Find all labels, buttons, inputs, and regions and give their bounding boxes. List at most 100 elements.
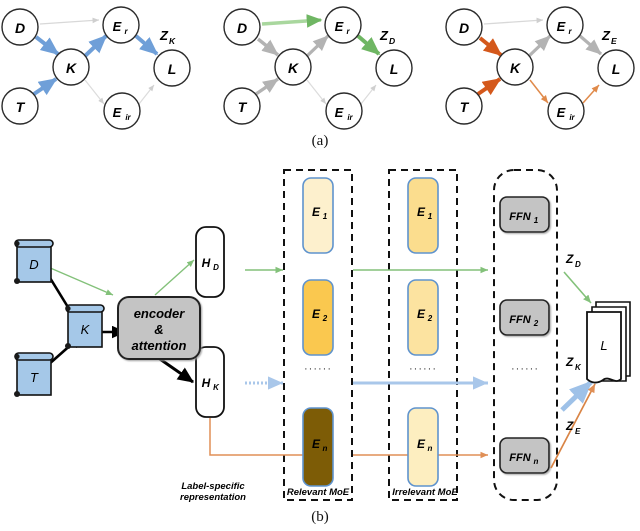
irrelevant-expert-n[interactable] [407,407,439,487]
output-label-L: L [600,338,607,353]
node-L [597,49,635,87]
panel-b-caption: (b) [311,509,329,525]
edge-Eir-L [138,84,155,105]
ffn-group: FFN 1 FFN 2 ······ FFN n [499,196,550,474]
relevant-moe-boundary [283,169,353,501]
node-L-label: L [168,61,177,77]
path-label-ZD: Z [379,28,389,43]
irrelevant-expert-1-sub: 1 [428,212,433,221]
input-doc-T-label: T [30,370,39,385]
node-Eir-label: E [335,105,344,120]
label-ZE: Z [565,419,574,433]
node-K [52,48,90,86]
representation-HD-sub: D [213,263,219,272]
edge-K-Eir [529,79,549,104]
relevant-moe-ellipsis: ······ [304,363,332,375]
node-K [274,48,312,86]
output-document-stack: L [586,301,631,384]
representation-HK[interactable] [195,346,225,418]
node-L [153,49,191,87]
label-specific-line2: representation [180,492,246,503]
node-Eir [103,92,141,130]
ffn-n-label: FFN [509,452,531,464]
ffn-2[interactable] [499,299,550,336]
node-T [223,87,261,125]
encoder-line3: attention [132,338,187,353]
edge-D-K [256,37,280,57]
node-Er-label: E [335,19,344,34]
node-Eir-sub: ir [125,113,131,122]
irrelevant-expert-1-label: E [417,205,426,219]
path-label-ZE: Z [601,28,611,43]
node-K-label: K [66,60,77,76]
graph-knowledge-path: D K T E r E ir L Z K [1,6,191,130]
node-L-label: L [390,61,399,77]
graph-document-path: D K T E r E ir L Z D [223,6,413,130]
arrow-encoder-to-HD-green [154,259,195,296]
label-specific-representation: Label-specific representation [170,481,256,503]
edge-Er-L [134,34,159,56]
encoder-attention-box[interactable] [117,296,201,360]
node-Eir-sub: ir [347,113,353,122]
label-ZK: Z [565,355,574,369]
irrelevant-expert-2-label: E [417,307,426,321]
relevant-expert-n[interactable] [302,407,334,487]
encoder-line2: & [154,322,163,337]
relevant-expert-1-sub: 1 [323,212,328,221]
input-doc-T[interactable]: T [14,352,54,397]
label-ZE-sub: E [575,427,581,436]
ffn-1-label: FFN [509,211,531,223]
irrelevant-expert-2-sub: 2 [427,314,433,323]
node-K [496,48,534,86]
node-D-label: D [15,20,25,36]
node-K-label: K [288,60,299,76]
relevant-expert-2[interactable] [302,279,334,356]
edge-K-Er [305,34,330,58]
path-label-ZK-sub: K [169,36,176,46]
label-specific-line1: Label-specific [181,481,245,492]
irrelevant-moe-boundary [388,169,458,501]
input-doc-D[interactable]: D [14,239,54,284]
node-L [375,49,413,87]
relevant-expert-n-sub: n [323,444,328,453]
irrelevant-expert-n-label: E [417,437,426,451]
output-doc-front [586,311,622,384]
representation-HD-label: H [202,256,211,270]
arrow-ZD-to-L [563,271,592,304]
label-ZD-sub: D [575,260,581,269]
relevant-moe-group: E 1 E 2 ······ E n [302,177,334,487]
node-Eir [547,92,585,130]
edge-T-K [255,77,279,96]
node-Er [324,6,362,44]
relevant-expert-1-label: E [312,205,321,219]
relevant-expert-1[interactable] [302,177,334,254]
flow-orange-H-to-relevant [209,418,330,459]
edge-D-K [34,35,60,56]
node-Eir-sub: ir [569,113,575,122]
representation-HD[interactable] [195,226,225,298]
edge-D-Er [483,17,544,25]
irrelevant-expert-n-sub: n [428,444,433,453]
ffn-1[interactable] [499,196,550,233]
node-Er [102,6,140,44]
irrelevant-expert-1[interactable] [407,177,439,254]
relevant-expert-n-label: E [312,437,321,451]
node-D-label: D [237,20,247,36]
ffn-n[interactable] [499,437,550,474]
node-D [1,8,39,46]
path-label-ZE-sub: E [611,36,617,46]
label-ZD: Z [565,252,574,266]
node-T [1,87,39,125]
graph-entity-path: D K T E r E ir L Z E [445,6,635,130]
input-doc-K-label: K [81,322,91,337]
label-ZK-sub: K [575,363,582,372]
irrelevant-expert-2[interactable] [407,279,439,356]
irrelevant-moe-group: E 1 E 2 ······ E n [407,177,439,487]
edge-Eir-L [582,84,600,104]
path-label-ZD-sub: D [389,36,395,46]
input-doc-K[interactable]: K [65,304,105,349]
node-Er-sub: r [346,27,350,36]
path-label-ZK: Z [159,28,169,43]
node-D [223,8,261,46]
